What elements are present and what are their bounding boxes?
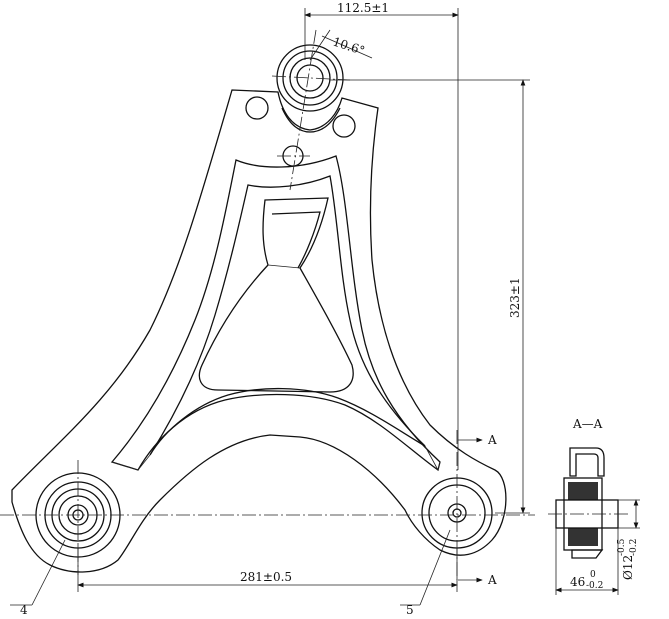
section-diameter-tol-upper: -0.5 — [617, 538, 627, 556]
section-width-tol-upper: 0 — [590, 570, 596, 580]
dim-height-label: 323±1 — [508, 277, 522, 318]
dim-bottom-span: 281±0.5 — [77, 545, 458, 592]
section-marker-top: A — [458, 433, 497, 447]
arm-outline — [11, 89, 507, 573]
section-width-tol-lower: -0.2 — [586, 581, 603, 591]
top-left-hole — [245, 96, 269, 120]
callout-4-label: 4 — [20, 603, 28, 617]
top-bushing — [276, 44, 344, 133]
callout-4: 4 — [10, 539, 66, 617]
dim-angle: 10.6° — [309, 29, 373, 61]
callout-5-label: 5 — [406, 603, 414, 617]
section-marker-bottom-label: A — [487, 573, 497, 587]
section-marker-top-label: A — [487, 433, 497, 447]
section-diameter-tol-lower: -0.2 — [629, 539, 639, 556]
section-title: A—A — [572, 417, 603, 431]
dim-angle-label: 10.6° — [331, 35, 366, 58]
arm-inner-pocket — [110, 155, 441, 472]
triangular-window — [198, 197, 354, 393]
section-diameter-main: Ø12 — [621, 555, 635, 580]
callout-5: 5 — [400, 529, 451, 617]
dim-top-offset-label: 112.5±1 — [337, 1, 389, 15]
dim-top-offset: 112.5±1 — [304, 1, 459, 470]
top-right-hole — [332, 114, 356, 138]
section-width-main: 46 — [570, 575, 585, 589]
section-view: A—A 46 0 -0.2 Ø12 -0.5 -0.2 — [548, 417, 640, 595]
dim-bottom-span-label: 281±0.5 — [240, 570, 292, 584]
dim-height: 323±1 — [330, 79, 530, 514]
section-marker-bottom: A — [458, 573, 497, 587]
